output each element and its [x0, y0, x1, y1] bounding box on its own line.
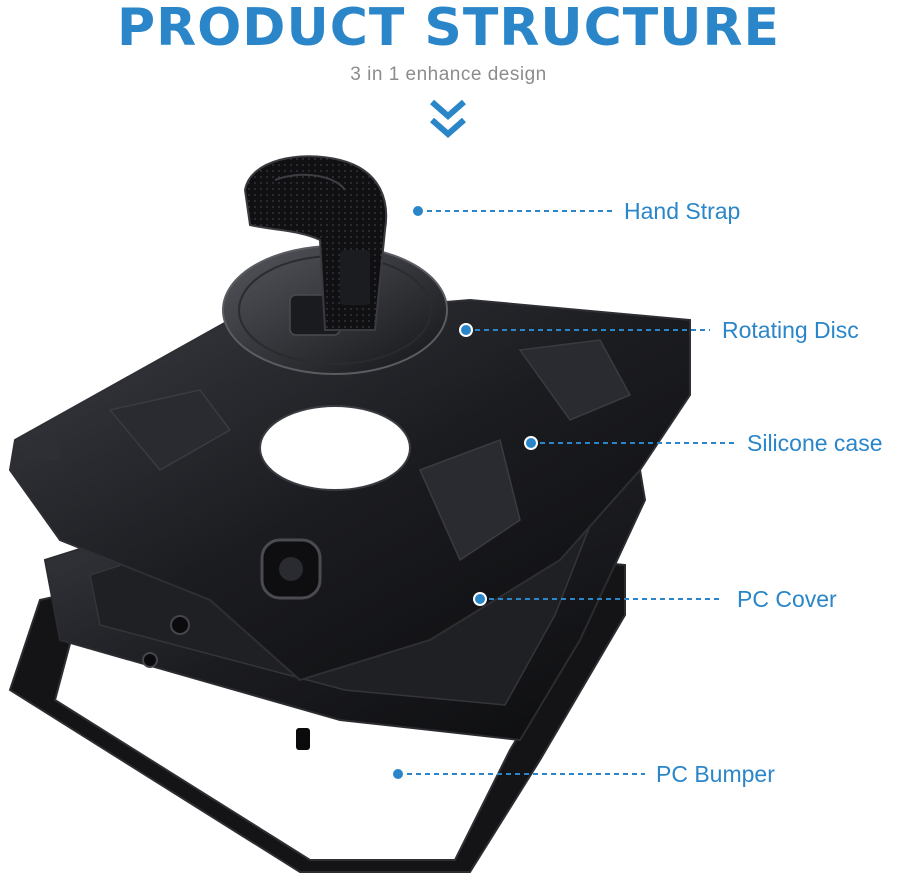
- page-title: PRODUCT STRUCTURE: [116, 0, 781, 58]
- hand-strap-part: [243, 155, 388, 331]
- label-pc-bumper: PC Bumper: [656, 761, 775, 787]
- double-chevron-down-icon: [430, 99, 466, 138]
- label-hand-strap: Hand Strap: [624, 198, 741, 224]
- label-pc-cover: PC Cover: [737, 586, 837, 612]
- silicone-case-part: [8, 298, 691, 682]
- page-subtitle: 3 in 1 enhance design: [350, 64, 547, 85]
- label-rotating-disc: Rotating Disc: [722, 317, 859, 343]
- label-silicone-case: Silicone case: [747, 430, 883, 456]
